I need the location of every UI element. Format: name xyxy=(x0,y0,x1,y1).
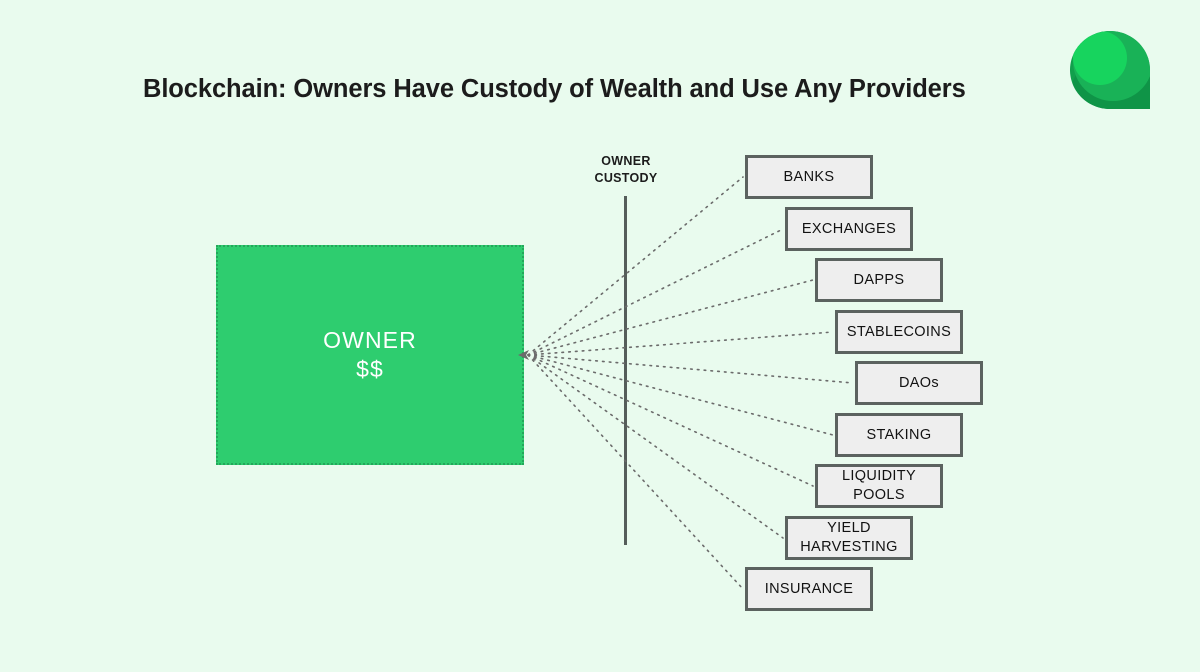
provider-box-banks[interactable]: BANKS xyxy=(745,155,873,199)
custody-label-line1: OWNER xyxy=(601,154,651,168)
provider-label-line: LIQUIDITY xyxy=(841,468,917,485)
provider-label-line: STAKING xyxy=(866,426,932,443)
provider-label: BANKS xyxy=(784,168,835,187)
provider-label: STABLECOINS xyxy=(847,323,951,342)
provider-label: EXCHANGES xyxy=(802,220,896,239)
provider-label-line: BANKS xyxy=(783,168,835,185)
connector-line-dapps xyxy=(527,279,814,356)
logo-svg xyxy=(1070,31,1150,109)
provider-label-line: STABLECOINS xyxy=(846,323,952,340)
connector-line-staking xyxy=(527,354,834,436)
provider-label-line: EXCHANGES xyxy=(801,220,897,237)
provider-label-line: POOLS xyxy=(853,487,905,503)
connector-line-banks xyxy=(527,176,744,356)
connector-line-insurance xyxy=(527,354,744,590)
provider-box-exchanges[interactable]: EXCHANGES xyxy=(785,207,913,251)
custody-divider-label: OWNER CUSTODY xyxy=(566,153,686,186)
provider-label-line: YIELD xyxy=(827,520,871,537)
owner-label: OWNER xyxy=(323,326,417,353)
provider-label-line: DAPPS xyxy=(853,271,905,288)
custody-divider-line xyxy=(624,196,627,545)
connector-line-exchanges xyxy=(527,228,784,356)
provider-label: DAOs xyxy=(899,374,939,393)
provider-label: STAKING xyxy=(866,426,931,445)
provider-box-liquidity-pools[interactable]: LIQUIDITY POOLS xyxy=(815,464,943,508)
provider-label-line: HARVESTING xyxy=(800,539,898,555)
provider-box-staking[interactable]: STAKING xyxy=(835,413,963,457)
owner-amount: $$ xyxy=(356,356,384,382)
page-title: Blockchain: Owners Have Custody of Wealt… xyxy=(143,75,966,103)
provider-box-yield-harvesting[interactable]: YIELD HARVESTING xyxy=(785,516,913,560)
provider-box-dapps[interactable]: DAPPS xyxy=(815,258,943,302)
provider-box-insurance[interactable]: INSURANCE xyxy=(745,567,873,611)
provider-label: LIQUIDITY POOLS xyxy=(842,467,916,505)
provider-label-line: INSURANCE xyxy=(764,580,854,597)
connector-line-liquidity-pools xyxy=(527,354,814,487)
provider-box-daos[interactable]: DAOs xyxy=(855,361,983,405)
leaf-teardrop-logo xyxy=(1070,31,1150,109)
provider-box-stablecoins[interactable]: STABLECOINS xyxy=(835,310,963,354)
owner-wealth-box: OWNER $$ xyxy=(216,245,524,465)
custody-label-line2: CUSTODY xyxy=(594,170,658,185)
provider-label: DAPPS xyxy=(854,271,905,290)
connector-line-yield-harvesting xyxy=(527,354,784,539)
provider-label: INSURANCE xyxy=(765,580,854,599)
connector-line-stablecoins xyxy=(527,331,834,356)
provider-label: YIELD HARVESTING xyxy=(800,519,898,557)
provider-label-line: DAOs xyxy=(898,374,940,391)
connector-line-daos xyxy=(527,354,854,384)
